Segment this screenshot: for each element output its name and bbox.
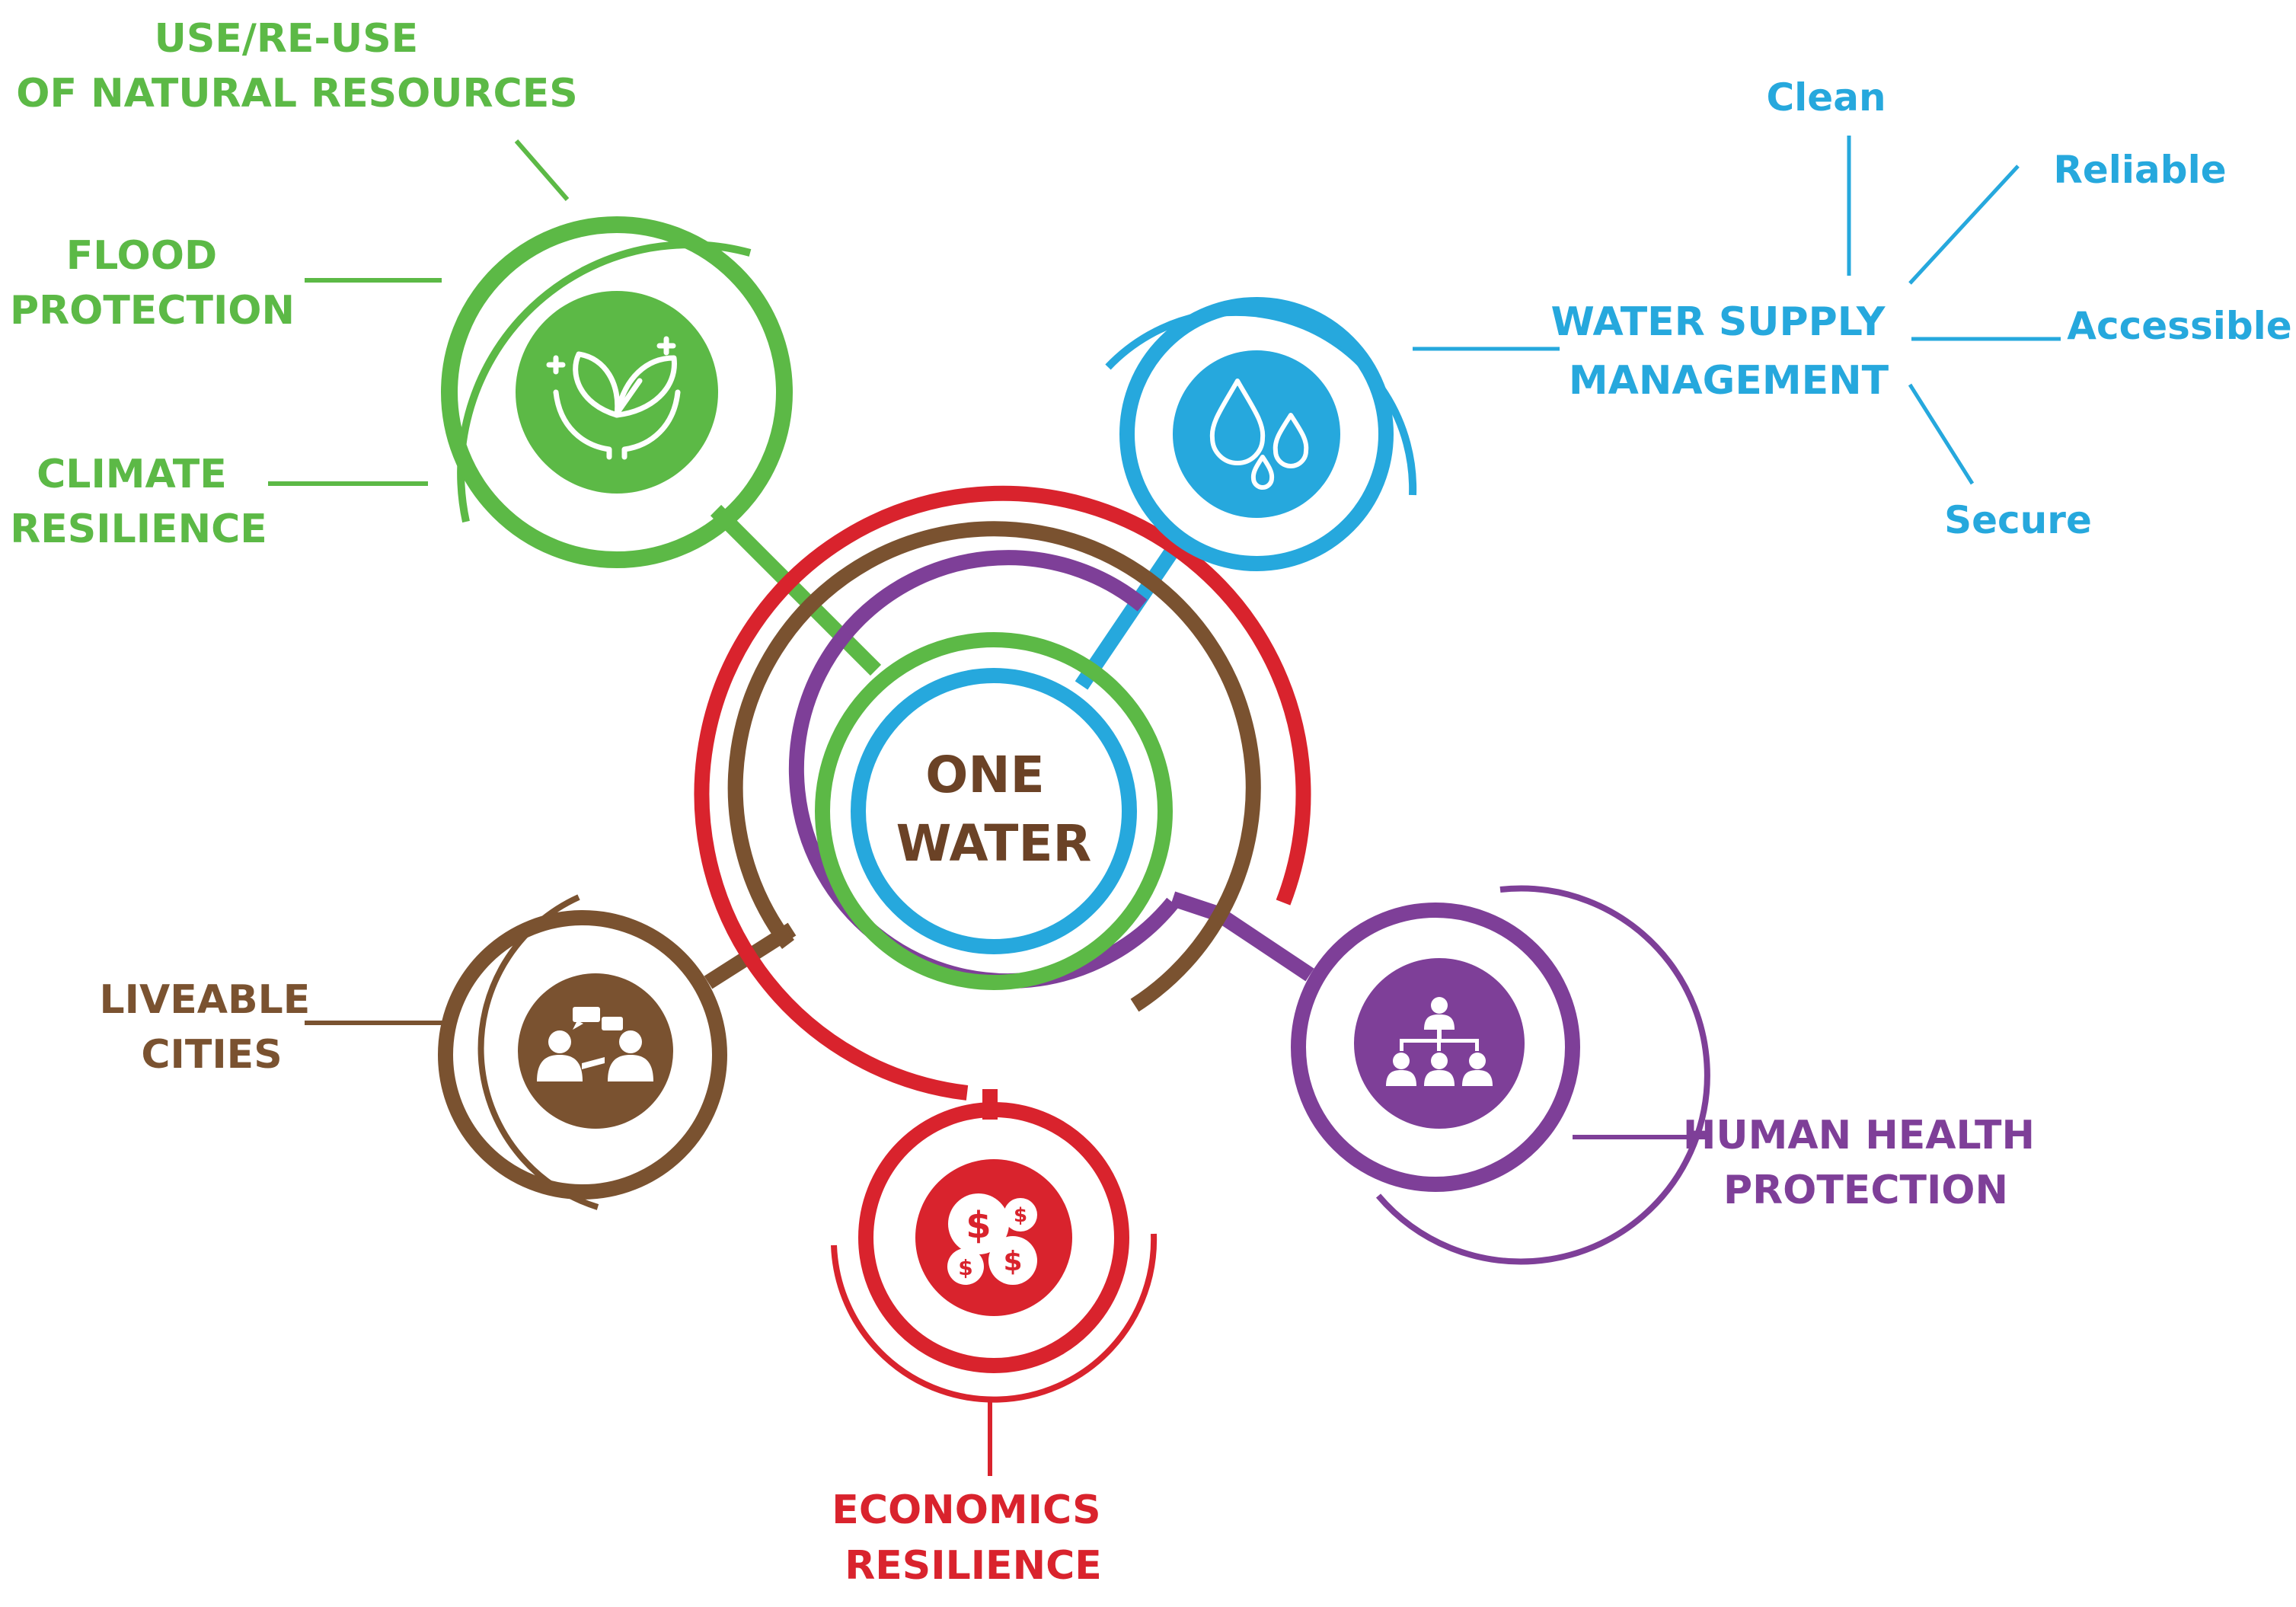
hands-leaves-icon [546, 336, 681, 460]
svg-text:$: $ [966, 1204, 991, 1247]
economics-label-line1: ECONOMICS [832, 1487, 1100, 1533]
liveable-label-line2: CITIES [141, 1032, 282, 1078]
red-outer-arc [831, 1233, 1158, 1403]
health-label: HUMAN HEALTH PROTECTION [1683, 1113, 2049, 1213]
flood-label: FLOOD PROTECTION [10, 233, 295, 334]
attr-secure: Secure [1944, 498, 2092, 542]
people-talking-icon [537, 1007, 653, 1081]
health-label-line2: PROTECTION [1723, 1168, 2008, 1213]
liveable-label-line1: LIVEABLE [100, 977, 311, 1023]
attr-clean: Clean [1766, 75, 1886, 120]
attribute-spokes [1847, 136, 2061, 485]
blue-node: WATER SUPPLY MANAGEMENT Clean Reliable A… [1105, 75, 2292, 571]
org-chart-people-icon [1386, 997, 1493, 1086]
economics-label-line2: RESILIENCE [845, 1543, 1102, 1589]
liveable-label: LIVEABLE CITIES [100, 977, 324, 1078]
green-node: USE/RE-USE OF NATURAL RESOURCES FLOOD PR… [10, 16, 793, 568]
center-title-line2: WATER [896, 814, 1092, 873]
center-title: ONE WATER [896, 746, 1092, 873]
climate-label-line2: RESILIENCE [10, 506, 267, 552]
green-connector [710, 504, 882, 676]
attr-reliable: Reliable [2053, 148, 2226, 192]
water-supply-label-line1: WATER SUPPLY [1550, 299, 1886, 345]
svg-text:$: $ [1014, 1204, 1027, 1227]
resources-leader [514, 139, 570, 201]
water-drops-icon [1209, 379, 1309, 490]
brown-ring-node [438, 910, 727, 1200]
resources-label: USE/RE-USE OF NATURAL RESOURCES [16, 16, 577, 117]
coins-dollar-icon: $ $ $ $ [947, 1193, 1037, 1285]
water-supply-label: WATER SUPPLY MANAGEMENT [1550, 299, 1898, 404]
svg-text:$: $ [958, 1255, 972, 1280]
blue-outer-arc [1105, 308, 1417, 496]
center-title-line1: ONE [925, 746, 1044, 804]
brown-disc [518, 973, 673, 1129]
green-ring-node [441, 216, 793, 568]
purple-outer-arc [1375, 885, 1710, 1265]
resources-label-line1: USE/RE-USE [155, 16, 419, 62]
center-rings [694, 485, 1311, 1101]
red-ring [694, 485, 1311, 1101]
attr-accessible: Accessible [2067, 304, 2291, 348]
green-ring [815, 632, 1173, 990]
blue-ring-node [1119, 297, 1394, 571]
brown-ring [727, 521, 1261, 1012]
flood-label-line2: PROTECTION [10, 288, 295, 334]
water-supply-label-line2: MANAGEMENT [1569, 358, 1889, 404]
red-ring-node [858, 1102, 1129, 1373]
health-label-line1: HUMAN HEALTH [1683, 1113, 2035, 1158]
purple-ring-node [1291, 903, 1580, 1192]
red-node: $ $ $ $ ECONOMICS RESILIENCE [831, 1102, 1158, 1589]
economics-label: ECONOMICS RESILIENCE [832, 1487, 1114, 1589]
flood-label-line1: FLOOD [66, 233, 217, 279]
brown-node: LIVEABLE CITIES [100, 894, 727, 1210]
blue-connector [1075, 540, 1183, 690]
purple-node: HUMAN HEALTH PROTECTION [1291, 885, 2049, 1265]
climate-label: CLIMATE RESILIENCE [10, 452, 267, 552]
svg-text:$: $ [1003, 1246, 1022, 1277]
resources-label-line2: OF NATURAL RESOURCES [16, 71, 577, 117]
blue-ring [851, 668, 1137, 954]
climate-label-line1: CLIMATE [37, 452, 227, 497]
blue-disc [1173, 350, 1340, 518]
